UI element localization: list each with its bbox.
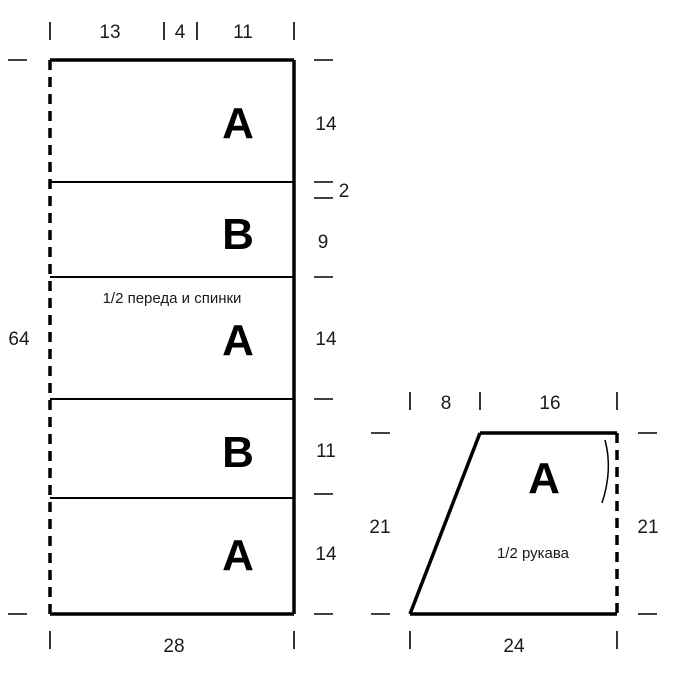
sleeve-right-height-dimension: 21 (637, 517, 658, 538)
top-width-dimension: 4 (175, 22, 186, 43)
section-height-dimension: 14 (315, 544, 337, 565)
sleeve-slanted-edge (408, 432, 482, 615)
sleeve-pattern-label: 1/2 рукава (497, 545, 570, 562)
zone-label: A (222, 99, 254, 148)
offset-dimension: 2 (339, 181, 350, 202)
section-height-dimension: 14 (315, 329, 337, 350)
body-pattern-label: 1/2 переда и спинки (103, 290, 242, 307)
sleeve-left-height-dimension: 21 (369, 517, 390, 538)
sleeve-top-width-dimension: 16 (539, 393, 560, 414)
bottom-width-dimension: 28 (163, 636, 184, 657)
sleeve-bottom-width-dimension: 24 (503, 636, 525, 657)
sleeve-top-width-dimension: 8 (441, 393, 452, 414)
body-pattern: A B A B A 1/2 переда и спинки 13 4 11 64… (8, 22, 349, 657)
sleeve-cap-curve (601, 439, 610, 504)
top-width-dimension: 13 (99, 22, 120, 43)
zone-label: A (222, 531, 254, 580)
sleeve-pattern: A 1/2 рукава 8 16 21 21 24 (369, 392, 659, 657)
total-height-dimension: 64 (8, 329, 30, 350)
zone-label: A (528, 454, 560, 503)
section-height-dimension: 9 (318, 232, 329, 253)
section-height-dimension: 11 (316, 441, 336, 462)
zone-label: B (222, 210, 254, 259)
zone-label: B (222, 428, 254, 477)
top-width-dimension: 11 (233, 22, 253, 43)
zone-label: A (222, 316, 254, 365)
section-height-dimension: 14 (315, 114, 337, 135)
